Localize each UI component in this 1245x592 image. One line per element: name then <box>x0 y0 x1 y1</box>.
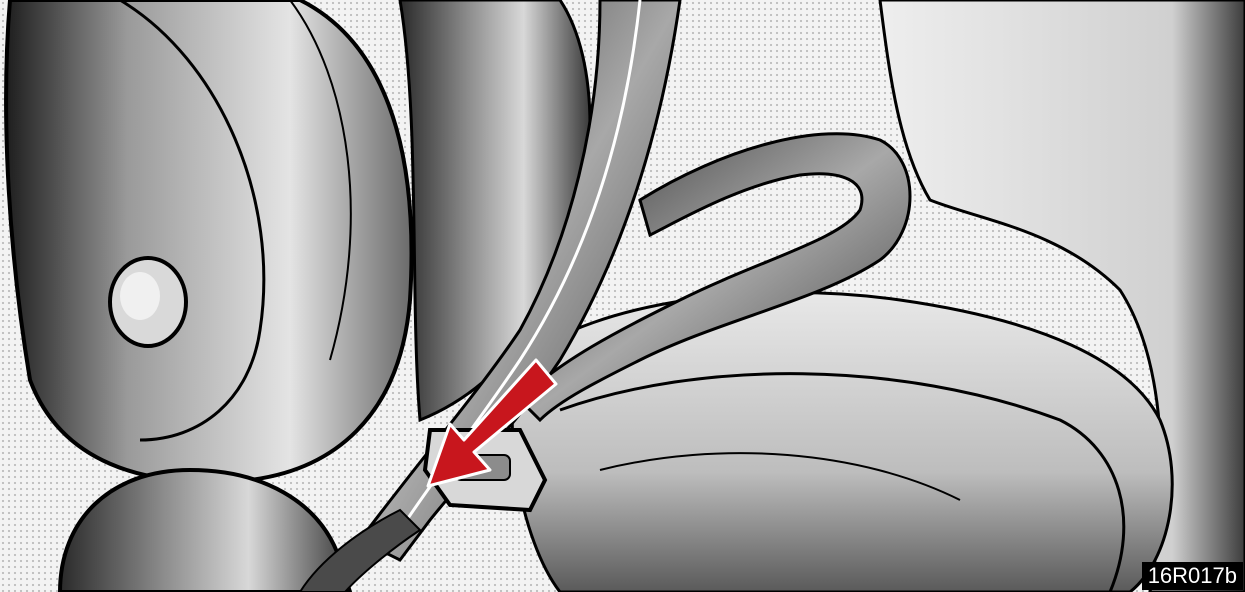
knob-highlight <box>120 272 160 320</box>
figure-code-label: 16R017b <box>1142 562 1243 590</box>
